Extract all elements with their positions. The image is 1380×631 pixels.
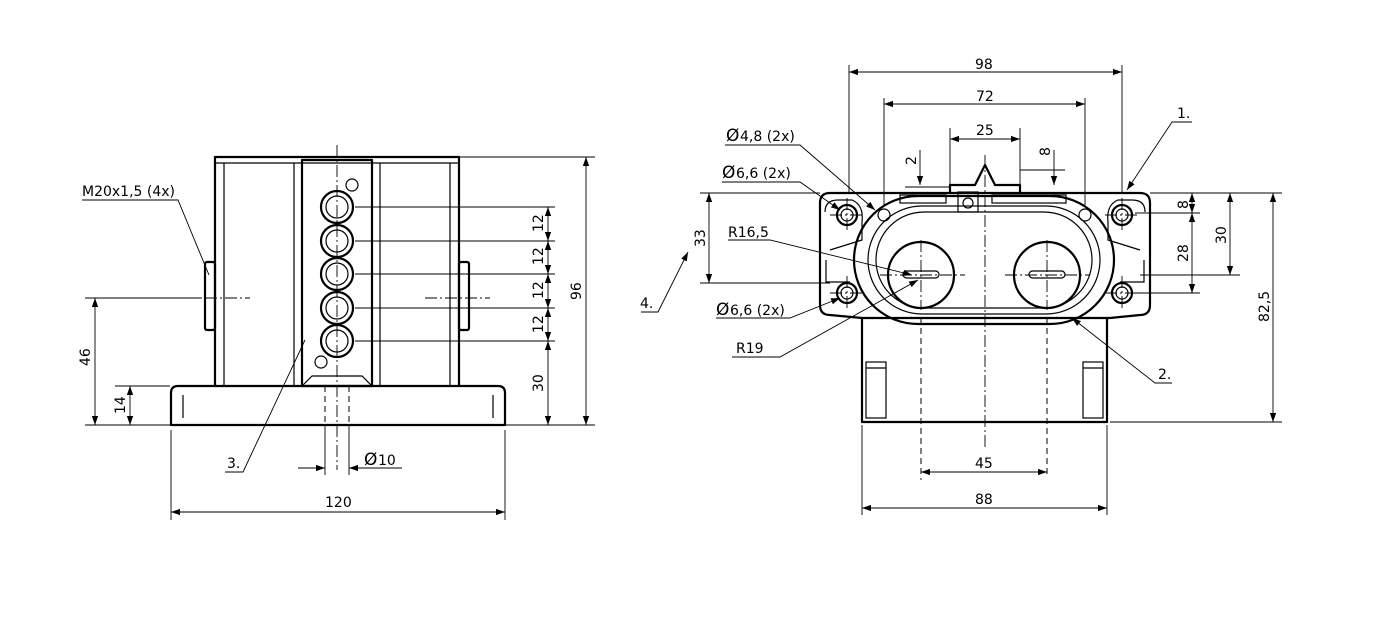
dim-12-d: 12 <box>531 315 547 333</box>
screw-hole-top <box>345 178 359 192</box>
dim-45: 45 <box>975 456 993 472</box>
dim-12-c: 12 <box>531 281 547 299</box>
dim-46: 46 <box>78 348 94 366</box>
cover-inner <box>867 205 1101 315</box>
dim-8-top: 8 <box>1038 147 1054 156</box>
dim-82-5: 82,5 <box>1257 291 1273 322</box>
side-view: M20x1,5 (4x) 3. 46 14 12 12 12 12 30 96 … <box>78 145 595 520</box>
screw-hole-bottom <box>314 355 328 369</box>
callout-4: 4. <box>640 296 653 312</box>
dim-8-right: 8 <box>1176 200 1192 209</box>
base-flange <box>169 384 507 427</box>
dim-12-a: 12 <box>531 214 547 232</box>
dim-25: 25 <box>976 123 994 139</box>
small-hole-r <box>1078 208 1092 222</box>
callout-3: 3. <box>227 456 240 472</box>
small-hole-l <box>877 208 891 222</box>
dim-96: 96 <box>569 282 585 300</box>
mounting-flange <box>818 191 1152 320</box>
dim-72: 72 <box>976 89 994 105</box>
dim-12-b: 12 <box>531 247 547 265</box>
right-lug <box>457 260 471 332</box>
callout-1: 1. <box>1177 106 1190 122</box>
dim-120: 120 <box>325 495 352 511</box>
diameter-symbol-48: Ø <box>726 126 739 146</box>
dim-88: 88 <box>975 492 993 508</box>
front-view: 98 72 25 2 8 Ø 4,8 (2x) Ø 6,6 (2x) R16,5… <box>640 57 1282 515</box>
hole-d48: 4,8 (2x) <box>740 129 795 145</box>
diameter-symbol-66b: Ø <box>716 300 729 320</box>
diameter-symbol-10: Ø <box>364 450 377 470</box>
callout-2: 2. <box>1158 367 1171 383</box>
dim-30-right: 30 <box>1214 226 1230 244</box>
lower-body <box>860 318 1109 424</box>
cover-outer <box>852 194 1116 326</box>
left-lug <box>203 260 217 332</box>
cable-entries <box>314 178 359 369</box>
radius-19: R19 <box>736 341 764 357</box>
left-foot <box>865 361 887 419</box>
dim-30-left: 30 <box>531 374 547 392</box>
hole-d66-bottom: 6,6 (2x) <box>730 303 785 319</box>
dim-98: 98 <box>975 57 993 73</box>
dim-33: 33 <box>693 229 709 247</box>
right-foot <box>1082 361 1104 419</box>
hole-d66-top: 6,6 (2x) <box>736 166 791 182</box>
dim-2: 2 <box>904 156 920 165</box>
diameter-symbol-66a: Ø <box>722 163 735 183</box>
thread-label: M20x1,5 (4x) <box>82 184 175 200</box>
dim-d10: 10 <box>378 453 396 469</box>
dim-14: 14 <box>113 396 129 414</box>
dim-28: 28 <box>1176 244 1192 262</box>
radius-16-5: R16,5 <box>728 225 769 241</box>
